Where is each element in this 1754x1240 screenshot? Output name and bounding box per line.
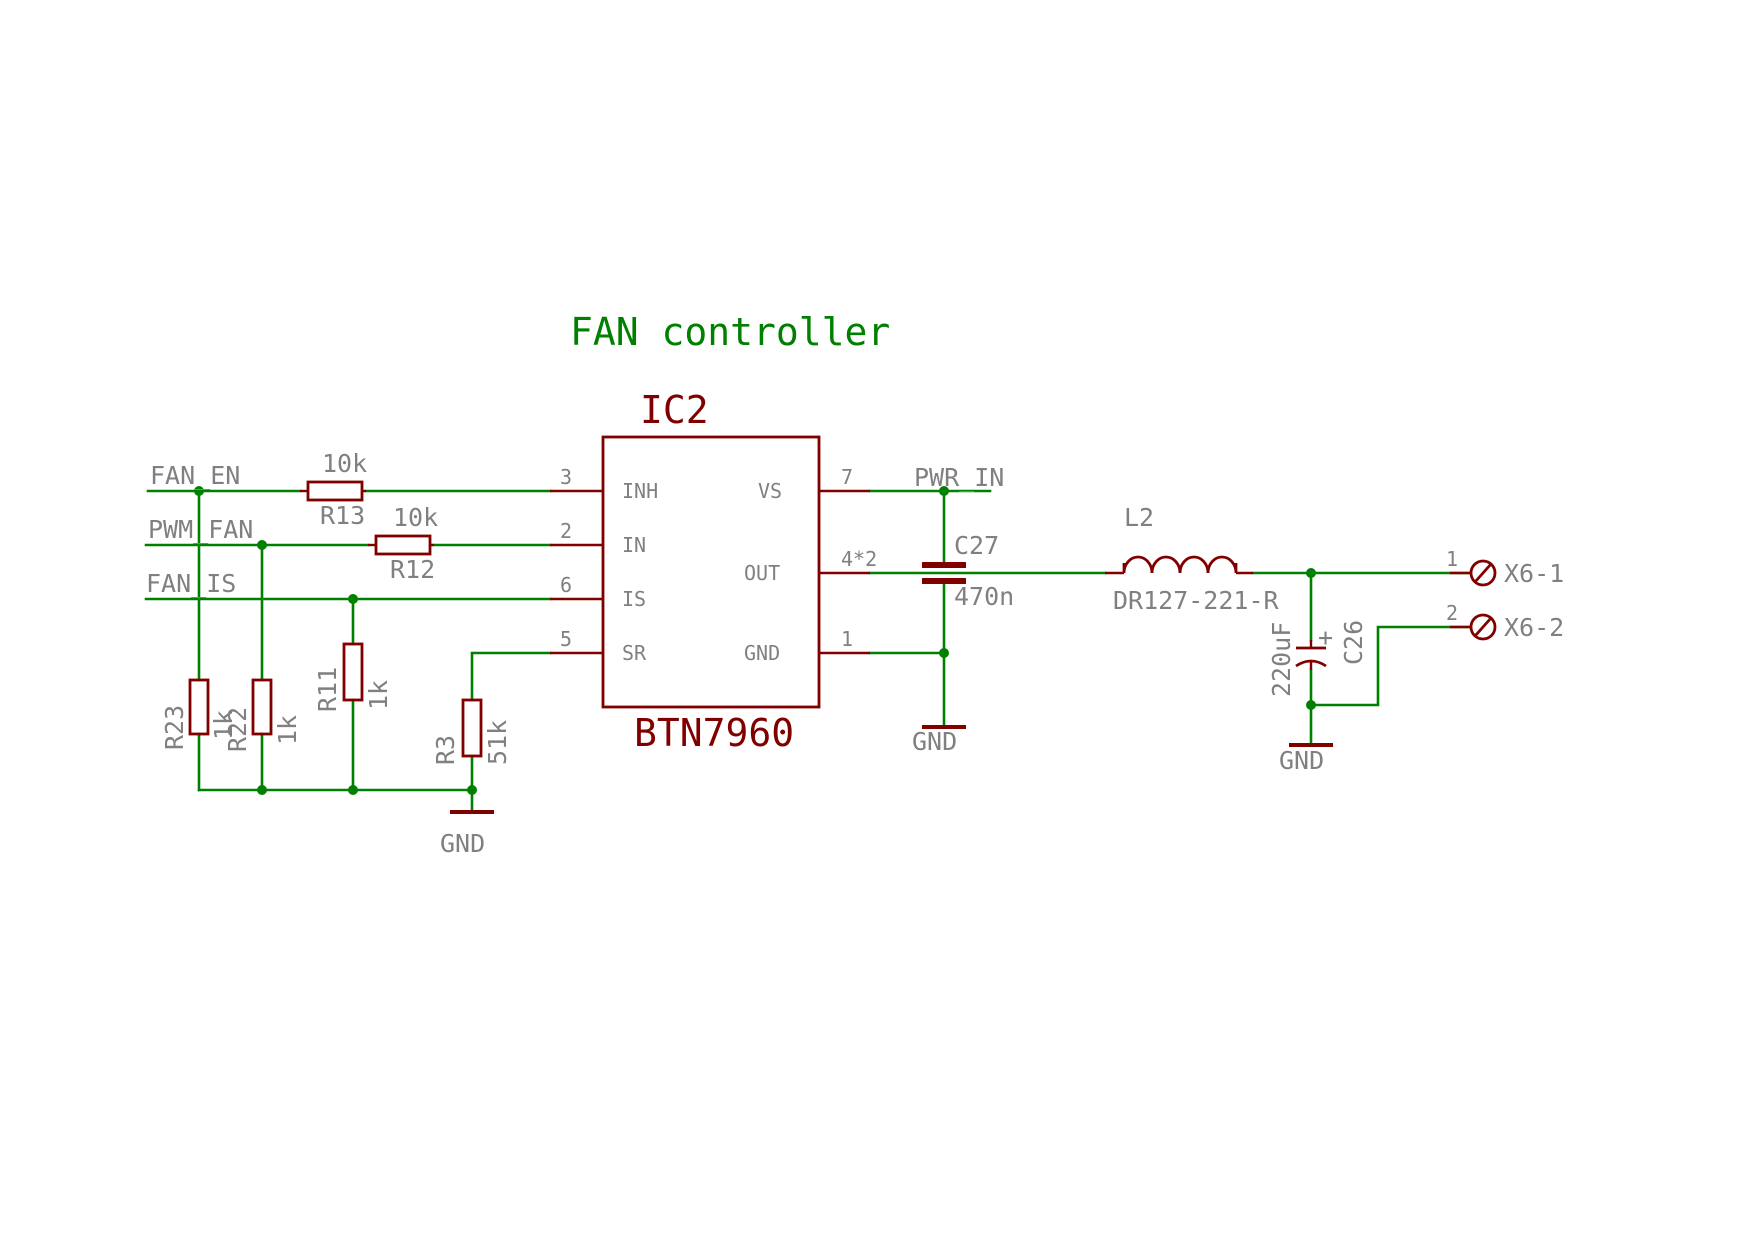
gnd-symbols (450, 725, 1333, 814)
x6-pin1-label: X6-1 (1504, 559, 1564, 588)
r11-ref: R11 (313, 667, 342, 712)
r12-value: 10k (393, 503, 438, 532)
ic2-pin-name: VS (758, 479, 782, 503)
ic2-value: BTN7960 (634, 711, 794, 755)
c27-ref: C27 (954, 531, 999, 560)
ic2-pin-num: 5 (560, 627, 572, 651)
net-label-fan-is: FAN_IS (146, 569, 236, 598)
ic2-pin-name: SR (622, 641, 647, 665)
r13-ref: R13 (320, 501, 365, 530)
resistor-r11 (342, 642, 364, 702)
ic2-pin-num: 6 (560, 573, 572, 597)
junctions (194, 486, 1316, 795)
ic2-ref: IC2 (640, 388, 709, 432)
r23-ref: R23 (160, 705, 189, 750)
net-label-pwr-in: PWR_IN (914, 463, 1004, 492)
resistor-r23 (188, 678, 210, 736)
ic2-pin-name: IN (622, 533, 646, 557)
r3-ref: R3 (431, 735, 460, 765)
resistor-r12 (368, 534, 434, 556)
c26-value: 220uF (1267, 622, 1296, 697)
net-label-pwm-fan: PWM_FAN (148, 515, 253, 544)
ic2-pin-num: 1 (841, 627, 853, 651)
schematic-title: FAN controller (570, 310, 890, 354)
c27-value: 470n (954, 582, 1014, 611)
ic2-pin-num: 2 (560, 519, 572, 543)
connector-x6 (1450, 559, 1497, 641)
r11-value: 1k (364, 680, 393, 710)
ic2-pin-num: 3 (560, 465, 572, 489)
x6-pin1-num: 1 (1446, 547, 1458, 571)
resistor-r22 (251, 678, 273, 736)
net-label-fan-en: FAN_EN (150, 461, 240, 490)
r22-value: 1k (273, 715, 302, 745)
x6-pin2-num: 2 (1446, 601, 1458, 625)
gnd-label: GND (912, 727, 957, 756)
ic2-pin-name: IS (622, 587, 646, 611)
r22-ref: R22 (223, 707, 252, 752)
resistor-r13 (300, 480, 366, 502)
x6-pin2-label: X6-2 (1504, 613, 1564, 642)
r13-value: 10k (322, 449, 367, 478)
gnd-label: GND (440, 829, 485, 858)
capacitor-c26 (1295, 640, 1327, 670)
gnd-label: GND (1279, 746, 1324, 775)
ic2 (550, 435, 870, 709)
inductor-l2 (1105, 555, 1253, 575)
ic2-pin-num: 7 (841, 465, 853, 489)
capacitor-c27 (922, 562, 966, 584)
ic2-pin-name: OUT (744, 561, 780, 585)
r12-ref: R12 (390, 555, 435, 584)
ic2-pin-num: 4*2 (841, 547, 877, 571)
r23-value: 1k (209, 710, 238, 740)
resistor-r3 (461, 698, 483, 758)
r3-value: 51k (483, 720, 512, 765)
c26-plus: + (1318, 623, 1333, 652)
l2-ref: L2 (1124, 503, 1154, 532)
ic2-pin-name: GND (744, 641, 780, 665)
ic2-pin-name: INH (622, 479, 658, 503)
l2-value: DR127-221-R (1113, 586, 1280, 615)
c26-ref: C26 (1339, 620, 1368, 665)
